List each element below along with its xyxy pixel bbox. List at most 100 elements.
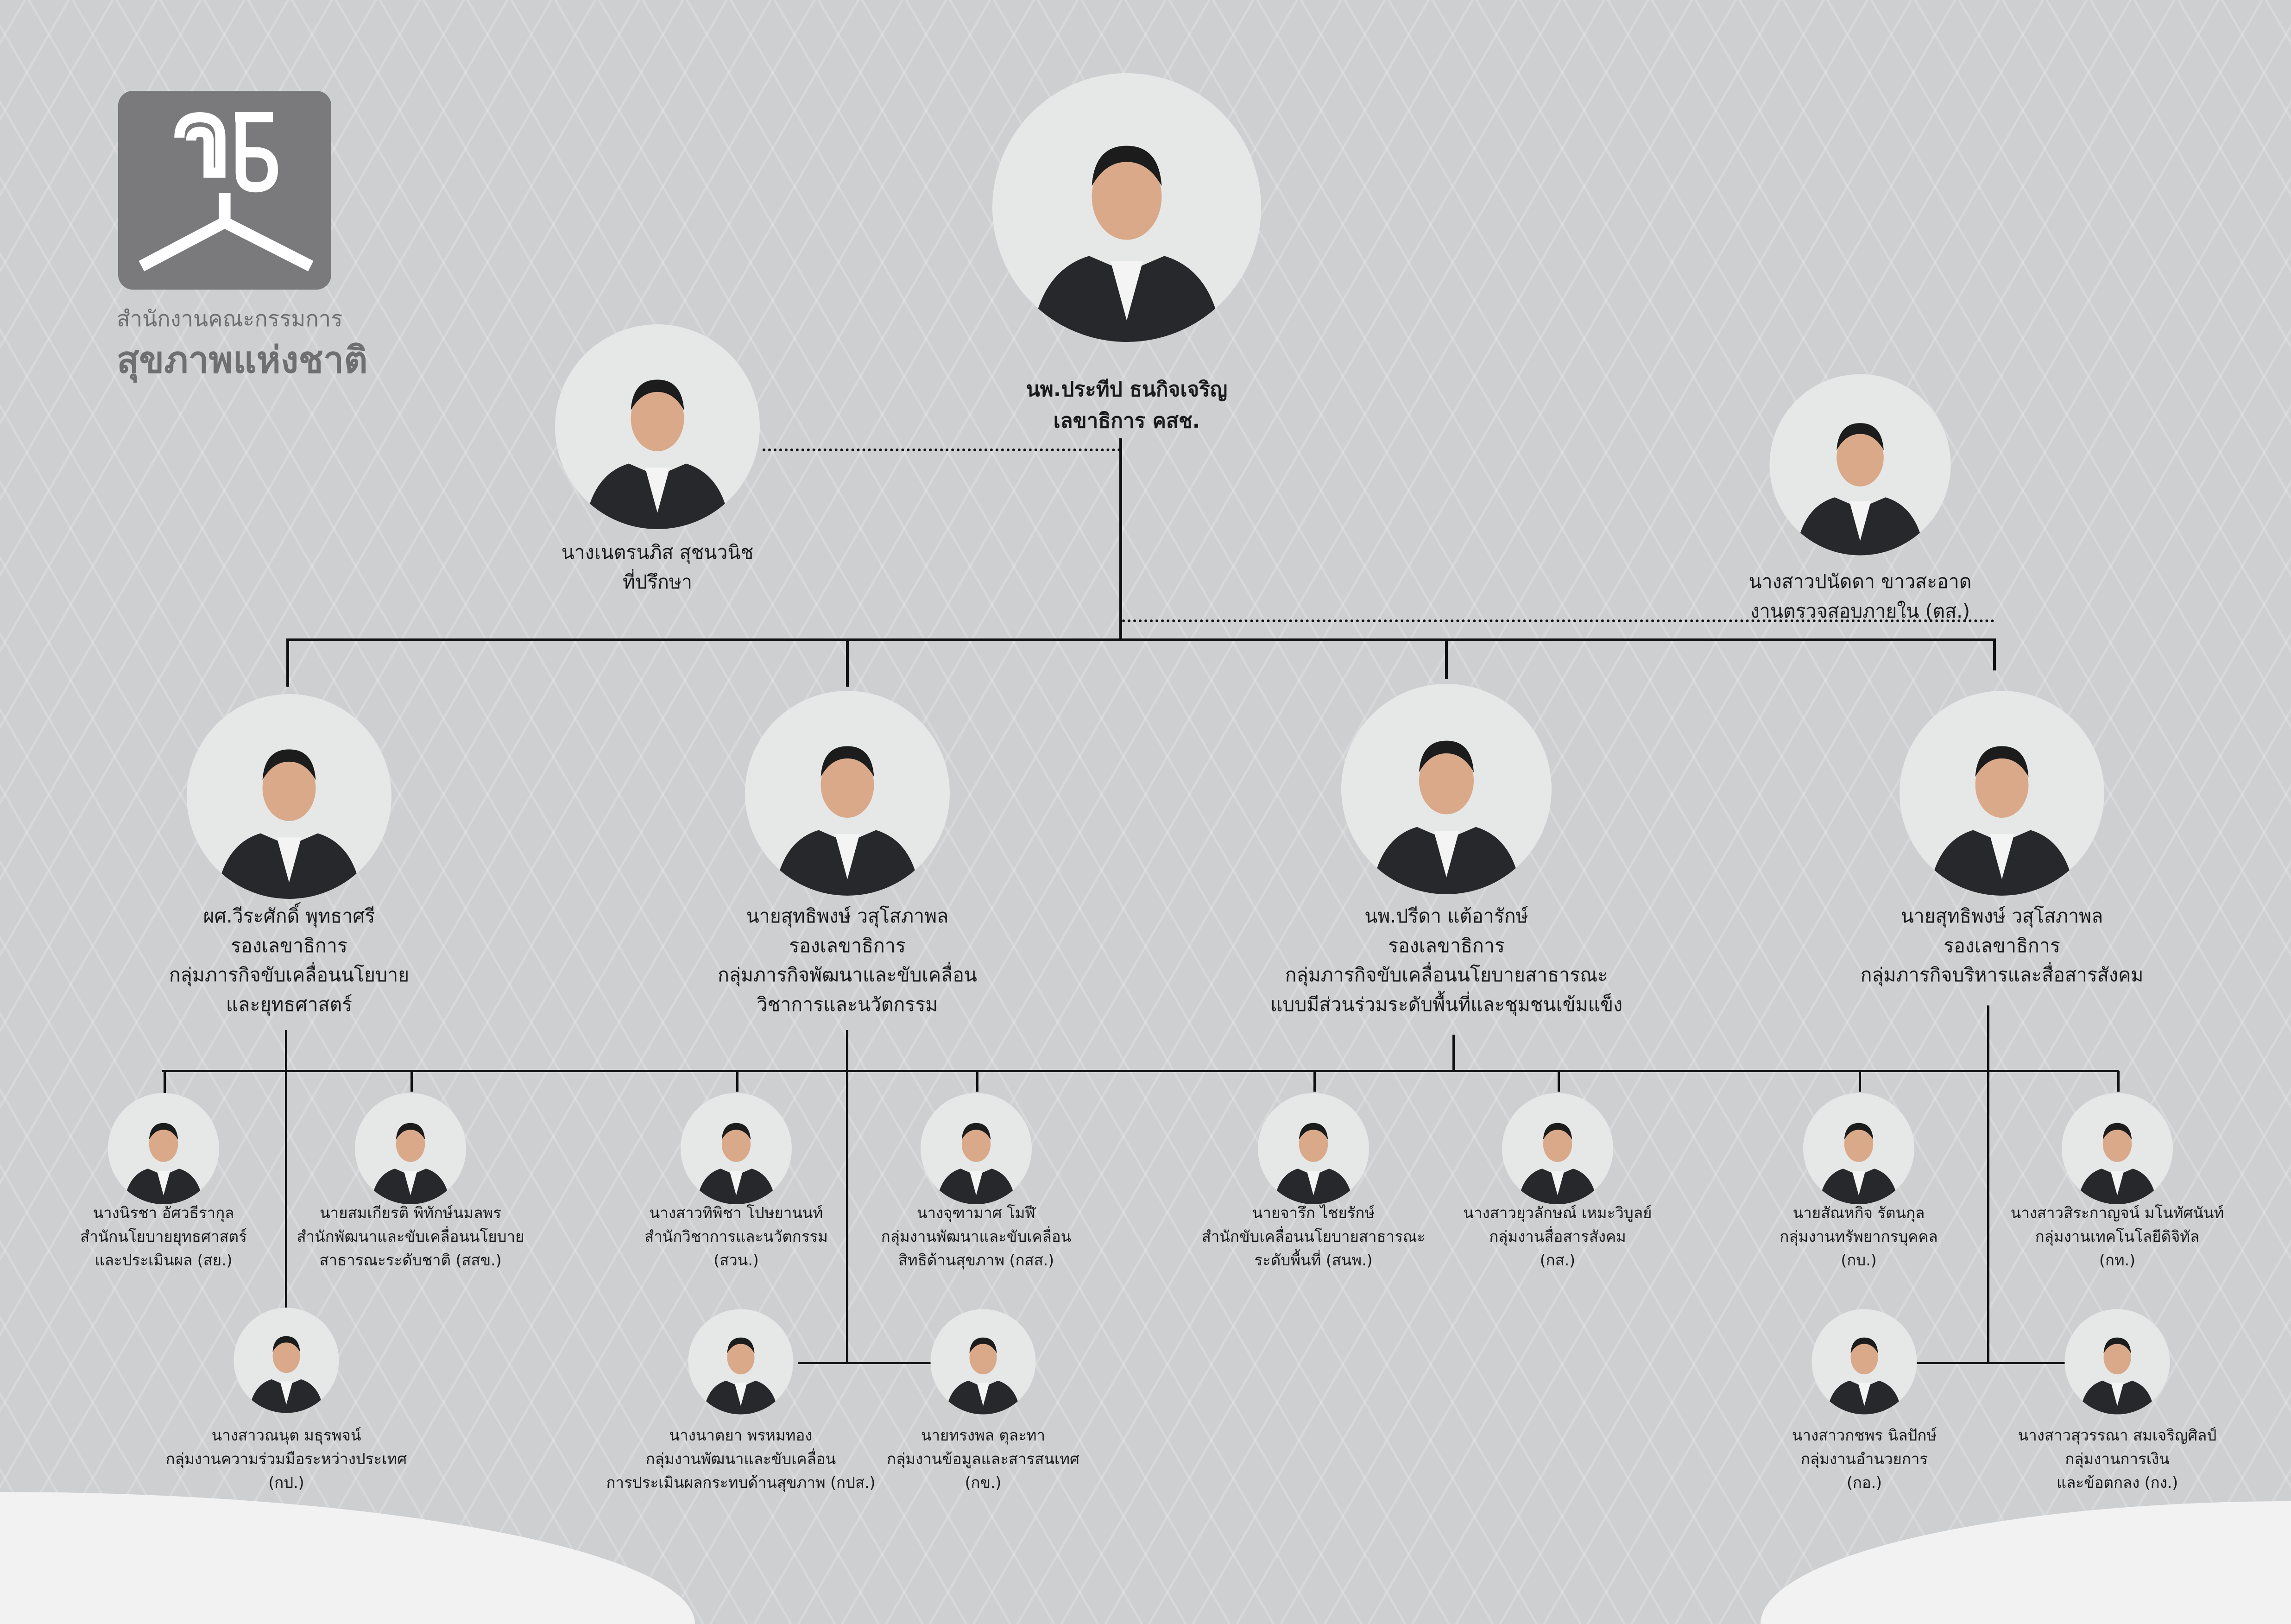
staff-row1-8-label: นางสาวสิระกาญจน์ มโนทัศนันท์กลุ่มงานเทคโ… bbox=[2011, 1201, 2224, 1272]
secretary-general-label: นพ.ประทีป ธนกิจเจริญเลขาธิการ คสช. bbox=[1026, 374, 1228, 437]
person-role: การประเมินผลกระทบด้านสุขภาพ (กปส.) bbox=[606, 1473, 876, 1492]
person-name: นางสาวณนุต มธุรพจน์ bbox=[211, 1426, 361, 1444]
staff-row1-1-label: นางนิรชา อัศวธีรากุลสำนักนโยบายยุทธศาสตร… bbox=[80, 1201, 247, 1272]
person-name: นางสาวปนัดดา ขาวสะอาด bbox=[1748, 570, 1972, 593]
staff-row2-5-label: นางสาวสุวรรณา สมเจริญศิลป์กลุ่มงานการเงิ… bbox=[2018, 1423, 2217, 1494]
person-role: สำนักวิชาการและนวัตกรรม bbox=[644, 1227, 828, 1246]
person-role: และยุทธศาสตร์ bbox=[226, 993, 353, 1016]
logo-line1: สำนักงานคณะกรรมการ bbox=[117, 306, 343, 332]
dotted-connector-audit bbox=[1122, 619, 1994, 622]
connector-line bbox=[846, 638, 849, 687]
person-role: (สวน.) bbox=[713, 1251, 759, 1270]
person-name: นางสาวทิพิชา โปษยานนท์ bbox=[649, 1204, 823, 1222]
staff-row2-2-photo bbox=[688, 1309, 794, 1415]
person-photo-icon bbox=[371, 1123, 450, 1204]
person-name: นางจุฑามาศ โมฬี bbox=[916, 1204, 1036, 1222]
staff-row2-5-photo bbox=[2064, 1309, 2170, 1415]
person-photo-icon bbox=[584, 379, 731, 529]
connector-line bbox=[1313, 1071, 1316, 1092]
connector-line bbox=[1445, 638, 1448, 679]
person-photo-icon bbox=[946, 1337, 1021, 1415]
person-role: งานตรวจสอบภายใน (ตส.) bbox=[1750, 600, 1970, 622]
person-role: กลุ่มภารกิจขับเคลื่อนนโยบายสาธารณะ bbox=[1285, 964, 1608, 986]
logo-mark-icon bbox=[139, 112, 314, 272]
person-role: กลุ่มงานเทคโนโลยีดิจิทัล bbox=[2035, 1227, 2200, 1246]
deputy-2-photo bbox=[745, 691, 950, 896]
deputy-1-label: ผศ.วีระศักดิ์ พุทธาศรีรองเลขาธิการกลุ่มภ… bbox=[169, 902, 409, 1019]
person-role: รองเลขาธิการ bbox=[1388, 934, 1505, 957]
person-role: กลุ่มงานความร่วมมือระหว่างประเทศ bbox=[165, 1450, 407, 1468]
person-name: นางนาตยา พรหมทอง bbox=[669, 1426, 813, 1444]
person-role: สำนักขับเคลื่อนนโยบายสาธารณะ bbox=[1201, 1227, 1426, 1246]
person-name: นพ.ปรีดา แต้อารักษ์ bbox=[1364, 905, 1528, 927]
connector-line bbox=[736, 1071, 738, 1092]
staff-row1-2-label: นายสมเกียรติ พิทักษ์นมลพรสำนักพัฒนาและขั… bbox=[297, 1201, 524, 1272]
connector-line bbox=[1119, 438, 1122, 641]
person-role: กลุ่มภารกิจบริหารและสื่อสารสังคม bbox=[1860, 964, 2144, 986]
person-photo-icon bbox=[696, 1123, 776, 1204]
person-photo-icon bbox=[1371, 740, 1521, 894]
connector-line bbox=[410, 1071, 413, 1092]
staff-row2-2-label: นางนาตยา พรหมทองกลุ่มงานพัฒนาและขับเคลื่… bbox=[606, 1423, 876, 1494]
staff-row1-8-photo bbox=[2062, 1093, 2173, 1204]
person-name: นายทรงพล ตุละทา bbox=[921, 1426, 1046, 1444]
logo-line2: สุขภาพแห่งชาติ bbox=[117, 339, 368, 381]
person-photo-icon bbox=[216, 749, 362, 899]
person-name: นายสมเกียรติ พิทักษ์นมลพร bbox=[320, 1204, 501, 1222]
decorative-wave-left bbox=[0, 1492, 695, 1624]
staff-row2-1-photo bbox=[234, 1308, 339, 1413]
staff-row1-4-photo bbox=[921, 1093, 1032, 1204]
person-role: กลุ่มงานข้อมูลและสารสนเทศ bbox=[887, 1450, 1079, 1468]
person-photo-icon bbox=[2077, 1123, 2157, 1204]
person-role: และข้อตกลง (กง.) bbox=[2056, 1473, 2178, 1492]
person-role: แบบมีส่วนร่วมระดับพื้นที่และชุมชนเข้มแข็… bbox=[1270, 993, 1623, 1016]
connector-line bbox=[1452, 1035, 1455, 1071]
person-photo-icon bbox=[1827, 1337, 1902, 1415]
secretary-general-photo bbox=[992, 73, 1261, 342]
person-name: นางสาวกชพร นิลปักษ์ bbox=[1792, 1426, 1937, 1444]
person-photo-icon bbox=[1274, 1123, 1353, 1204]
staff-row1-7-label: นายสัณหกิจ รัตนกุลกลุ่มงานทรัพยากรบุคคล(… bbox=[1780, 1201, 1938, 1272]
person-role: วิชาการและนวัตกรรม bbox=[757, 993, 938, 1016]
staff-row2-3-photo bbox=[930, 1309, 1036, 1415]
person-photo-icon bbox=[2080, 1337, 2155, 1415]
person-role: กลุ่มงานพัฒนาและขับเคลื่อน bbox=[645, 1450, 836, 1468]
deputy-3-photo bbox=[1341, 684, 1552, 894]
connector-line bbox=[162, 1070, 2119, 1072]
person-role: กลุ่มงานสื่อสารสังคม bbox=[1489, 1227, 1626, 1246]
person-photo-icon bbox=[1795, 423, 1925, 556]
person-name: นางสาวสุวรรณา สมเจริญศิลป์ bbox=[2018, 1426, 2217, 1444]
person-role: (กท.) bbox=[2099, 1251, 2135, 1270]
person-role: กลุ่มงานพัฒนาและขับเคลื่อน bbox=[881, 1227, 1072, 1246]
person-role: สาธารณะระดับชาติ (สสข.) bbox=[319, 1251, 502, 1270]
logo-text: สำนักงานคณะกรรมการ สุขภาพแห่งชาติ bbox=[117, 301, 368, 389]
staff-row2-1-label: นางสาวณนุต มธุรพจน์กลุ่มงานความร่วมมือระ… bbox=[166, 1423, 407, 1494]
person-name: นายสุทธิพงษ์ วสุโสภาพล bbox=[746, 905, 949, 927]
person-name: นางนิรชา อัศวธีรากุล bbox=[93, 1204, 234, 1222]
person-role: กลุ่มงานทรัพยากรบุคคล bbox=[1780, 1227, 1938, 1246]
person-role: ระดับพื้นที่ (สนพ.) bbox=[1254, 1251, 1373, 1270]
staff-row2-4-photo bbox=[1811, 1309, 1917, 1415]
staff-row1-7-photo bbox=[1803, 1093, 1914, 1204]
person-role: กลุ่มงานอำนวยการ bbox=[1800, 1450, 1928, 1468]
person-photo-icon bbox=[1929, 746, 2075, 896]
person-role: (กอ.) bbox=[1846, 1473, 1882, 1492]
connector-line bbox=[798, 1362, 935, 1364]
connector-line bbox=[2117, 1071, 2120, 1092]
person-photo-icon bbox=[124, 1123, 203, 1204]
decorative-wave-right bbox=[1761, 1501, 2291, 1624]
person-name: นางเนตรนภิส สุชนวนิช bbox=[561, 541, 754, 563]
deputy-2-label: นายสุทธิพงษ์ วสุโสภาพลรองเลขาธิการกลุ่มภ… bbox=[718, 902, 977, 1019]
person-photo-icon bbox=[774, 746, 921, 896]
dotted-connector-advisor bbox=[763, 449, 1121, 451]
person-name: นางสาวยุวลักษณ์ เหมะวิบูลย์ bbox=[1463, 1204, 1652, 1222]
person-role: กลุ่มภารกิจพัฒนาและขับเคลื่อน bbox=[718, 964, 977, 986]
staff-row1-2-photo bbox=[355, 1093, 466, 1204]
connector-line bbox=[286, 638, 1996, 641]
connector-line bbox=[1914, 1362, 2067, 1364]
person-role: (กข.) bbox=[965, 1473, 1002, 1492]
connector-line bbox=[164, 1071, 166, 1100]
person-photo-icon bbox=[936, 1123, 1016, 1204]
connector-line bbox=[846, 1030, 848, 1363]
